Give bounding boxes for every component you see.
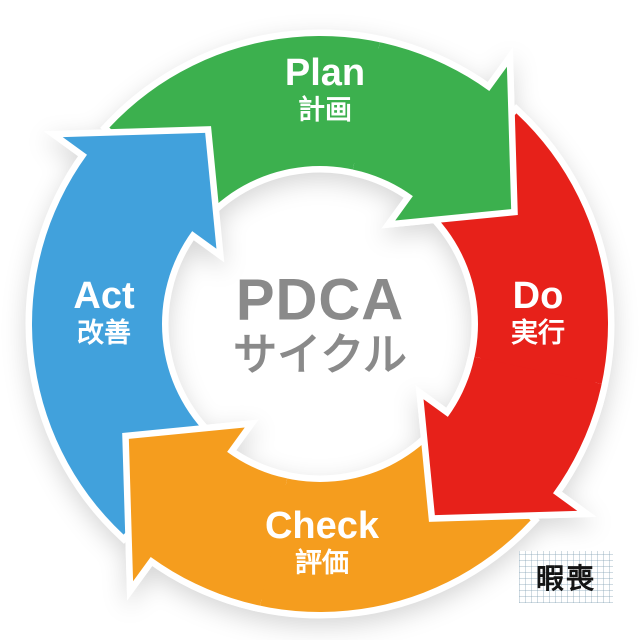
center-label: PDCA サイクル — [233, 267, 407, 383]
watermark-text: 暇喪 — [535, 563, 596, 594]
do-title: Do — [512, 274, 564, 317]
segment-label-check: Check 評価 — [264, 504, 380, 579]
plan-title: Plan — [284, 51, 366, 94]
center-subtitle: サイクル — [233, 330, 407, 380]
do-subtitle: 実行 — [511, 317, 565, 348]
plan-subtitle: 計画 — [298, 94, 352, 125]
segment-label-act: Act 改善 — [73, 274, 135, 349]
center-title: PDCA — [235, 267, 405, 333]
watermark-badge: 暇喪 — [519, 551, 613, 603]
check-title: Check — [264, 504, 380, 547]
act-title: Act — [73, 274, 135, 317]
segment-label-plan: Plan 計画 — [284, 51, 366, 126]
act-subtitle: 改善 — [76, 317, 131, 348]
check-subtitle: 評価 — [295, 547, 349, 578]
segment-label-do: Do 実行 — [511, 274, 565, 349]
